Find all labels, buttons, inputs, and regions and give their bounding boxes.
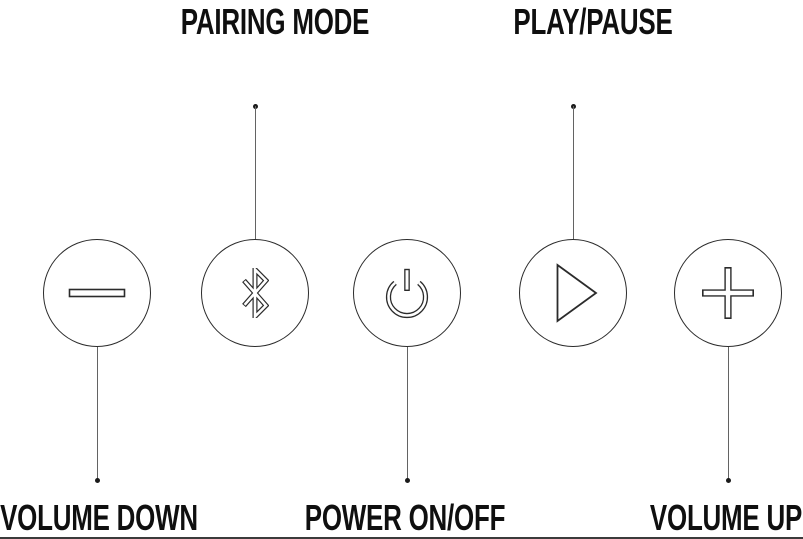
leader-line-volume-down bbox=[96, 347, 98, 480]
label-pairing-mode: PAIRING MODE bbox=[180, 1, 370, 42]
plus-icon bbox=[702, 267, 754, 319]
leader-line-play-pause bbox=[572, 106, 574, 239]
leader-line-power bbox=[406, 347, 408, 480]
label-volume-up: VOLUME UP bbox=[649, 497, 803, 538]
label-play-pause: PLAY/PAUSE bbox=[513, 1, 673, 42]
leader-line-volume-up bbox=[727, 347, 729, 480]
pairing-mode-button bbox=[201, 239, 309, 347]
label-power-on-off: POWER ON/OFF bbox=[304, 497, 506, 538]
minus-icon bbox=[68, 288, 126, 298]
play-icon bbox=[556, 263, 598, 323]
bottom-rule bbox=[0, 537, 803, 539]
volume-down-button bbox=[43, 239, 151, 347]
leader-dot-volume-up bbox=[725, 477, 731, 483]
label-volume-down: VOLUME DOWN bbox=[0, 497, 198, 538]
volume-up-button bbox=[674, 239, 782, 347]
play-pause-button bbox=[519, 239, 627, 347]
power-button bbox=[353, 239, 461, 347]
leader-line-pairing bbox=[254, 106, 256, 239]
bluetooth-icon bbox=[242, 268, 269, 318]
leader-dot-power bbox=[404, 477, 410, 483]
power-icon bbox=[385, 268, 429, 319]
leader-dot-volume-down bbox=[94, 477, 100, 483]
